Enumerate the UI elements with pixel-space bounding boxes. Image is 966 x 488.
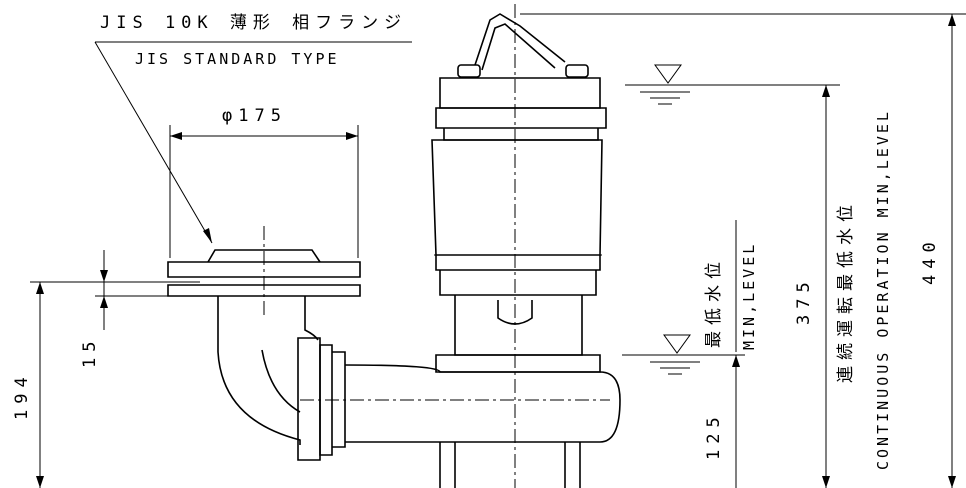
- pump-body: [431, 4, 621, 488]
- discharge-elbow: [217, 296, 610, 461]
- mating-flange: [167, 226, 361, 318]
- flange-note-en: JIS STANDARD TYPE: [135, 50, 340, 68]
- min-level-symbol: [622, 334, 745, 375]
- min-level-en: MIN,LEVEL: [740, 241, 758, 350]
- outlet-height-label: 194: [12, 371, 32, 420]
- overall-height-label: 440: [920, 236, 940, 285]
- continuous-level-symbol: [625, 64, 840, 105]
- min-level-jp: 最低水位: [704, 256, 724, 348]
- diameter-label: φ175: [222, 106, 287, 126]
- flange-note-leader: [94, 41, 412, 244]
- right-dimensions: [520, 13, 966, 488]
- min-level-height-label: 125: [704, 411, 724, 460]
- left-dimensions: [30, 250, 200, 488]
- continuous-height-label: 375: [794, 276, 814, 325]
- flange-note-jp: JIS 10K 薄形 相フランジ: [100, 13, 408, 33]
- diameter-dimension: [169, 125, 359, 258]
- continuous-level-jp: 連続運転最低水位: [836, 199, 856, 383]
- flange-thickness-label: 15: [80, 335, 100, 368]
- continuous-level-en: CONTINUOUS OPERATION MIN,LEVEL: [874, 109, 892, 470]
